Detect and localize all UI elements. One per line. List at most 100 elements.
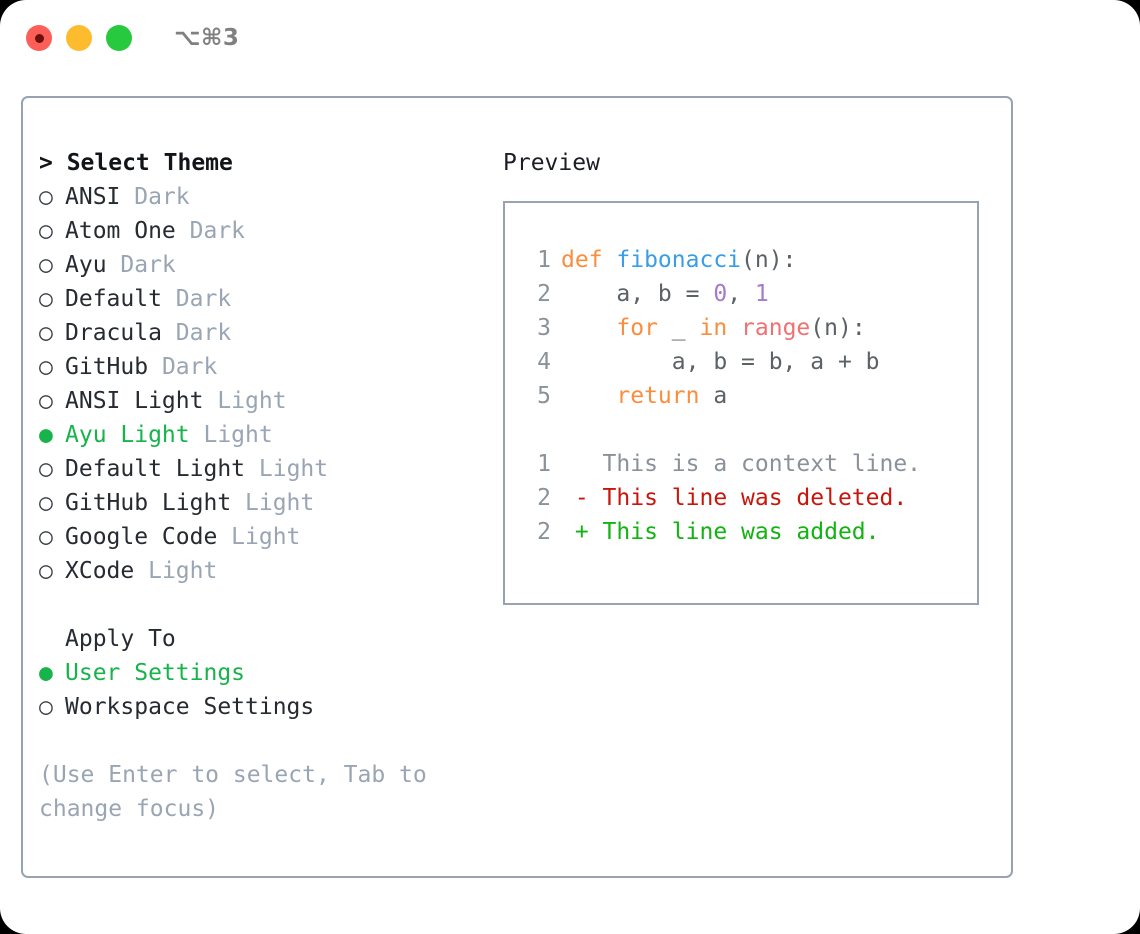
apply-to-list: ● User Settings ○Workspace Settings <box>39 656 469 724</box>
code-token: _ <box>671 315 700 341</box>
diff-line-text: + This line was added. <box>561 519 880 545</box>
apply-to-heading-label: Apply To <box>65 626 176 652</box>
theme-selector-column: > Select Theme ○ANSI Dark○Atom One Dark○… <box>39 146 469 826</box>
radio-unselected-icon: ○ <box>39 218 53 244</box>
line-number: 1 <box>537 247 551 273</box>
code-line: 3 for _ in range(n): <box>521 311 969 345</box>
radio-unselected-icon: ○ <box>39 456 53 482</box>
window-title: ⌥⌘3 <box>174 25 240 51</box>
section-spacer <box>39 588 469 622</box>
radio-unselected-icon: ○ <box>39 320 53 346</box>
apply-to-item-label: Workspace Settings <box>65 694 315 720</box>
theme-item-label: GitHub <box>65 354 162 380</box>
theme-item-variant: Dark <box>175 320 232 346</box>
radio-unselected-icon: ○ <box>39 558 53 584</box>
line-number: 5 <box>537 383 551 409</box>
code-token: in <box>699 315 742 341</box>
diff-line: 2 - This line was deleted. <box>521 481 969 515</box>
theme-list-item[interactable]: ○ Ayu Dark <box>39 248 469 282</box>
theme-item-variant: Dark <box>161 354 218 380</box>
code-token: (n): <box>810 315 866 341</box>
theme-item-label: GitHub Light <box>65 490 246 516</box>
theme-item-label: XCode <box>65 558 149 584</box>
theme-list-item[interactable]: ○ Default Dark <box>39 282 469 316</box>
code-token: a <box>713 383 728 409</box>
theme-item-label: Default <box>65 286 176 312</box>
radio-unselected-icon: ○ <box>39 524 53 550</box>
hint-spacer <box>39 724 469 758</box>
theme-list: ○ANSI Dark○Atom One Dark○Ayu Dark○Defaul… <box>39 180 469 588</box>
code-token: a, b = b, a + b <box>561 349 880 375</box>
theme-item-label: ANSI <box>65 184 135 210</box>
theme-list-item[interactable]: ○ Atom One Dark <box>39 214 469 248</box>
theme-list-item[interactable]: ○ANSI Dark <box>39 180 469 214</box>
code-token: def <box>561 247 617 273</box>
radio-unselected-icon: ○ <box>39 490 53 516</box>
close-button[interactable] <box>26 25 52 51</box>
radio-selected-icon: ● <box>39 660 53 686</box>
theme-item-variant: Light <box>203 422 273 448</box>
theme-item-label: Atom One <box>65 218 190 244</box>
code-token: (n): <box>741 247 797 273</box>
theme-item-variant: Dark <box>120 252 176 278</box>
code-token: fibonacci <box>616 247 742 273</box>
code-token: 1 <box>754 281 769 307</box>
line-number: 2 <box>537 519 551 545</box>
theme-item-variant: Light <box>148 558 218 584</box>
theme-item-variant: Light <box>217 388 287 414</box>
theme-list-item[interactable]: ○ Google Code Light <box>39 520 469 554</box>
diff-line-text: This is a context line. <box>561 451 922 477</box>
theme-list-item[interactable]: ○ ANSI Light Light <box>39 384 469 418</box>
title-bar: ⌥⌘3 <box>0 0 1140 76</box>
theme-list-item[interactable]: ○GitHub Dark <box>39 350 469 384</box>
diff-line: 1 This is a context line. <box>521 447 969 481</box>
code-token: a, b = <box>561 281 714 307</box>
theme-item-label: Dracula <box>65 320 176 346</box>
code-line: 4 a, b = b, a + b <box>521 345 969 379</box>
radio-unselected-icon: ○ <box>39 286 53 312</box>
theme-item-variant: Light <box>231 524 301 550</box>
code-token: 0 <box>713 281 728 307</box>
keyboard-hint: (Use Enter to select, Tab to change focu… <box>39 762 441 822</box>
code-token: range <box>741 315 811 341</box>
theme-list-item[interactable]: ○ GitHub Light Light <box>39 486 469 520</box>
theme-item-variant: Dark <box>189 218 246 244</box>
maximize-button[interactable] <box>106 25 132 51</box>
radio-unselected-icon: ○ <box>39 252 53 278</box>
theme-item-variant: Dark <box>134 184 190 210</box>
code-token: return <box>561 383 714 409</box>
theme-item-variant: Light <box>245 490 315 516</box>
traffic-light-group <box>26 25 132 51</box>
apply-to-item[interactable]: ○Workspace Settings <box>39 690 469 724</box>
line-number: 1 <box>537 451 551 477</box>
theme-item-label: ANSI Light <box>65 388 218 414</box>
apply-to-item-label: User Settings <box>65 660 246 686</box>
theme-item-variant: Dark <box>175 286 232 312</box>
radio-selected-icon: ● <box>39 422 53 448</box>
line-number: 3 <box>537 315 551 341</box>
code-line: 2 a, b = 0, 1 <box>521 277 969 311</box>
line-number: 4 <box>537 349 551 375</box>
preview-heading: Preview <box>503 150 600 176</box>
apply-to-item[interactable]: ● User Settings <box>39 656 469 690</box>
theme-list-item[interactable]: ○ Dracula Dark <box>39 316 469 350</box>
theme-item-label: Ayu <box>65 252 121 278</box>
code-token: , <box>727 281 755 307</box>
code-diff-separator <box>521 413 969 447</box>
code-line: 1 def fibonacci(n): <box>521 243 969 277</box>
theme-list-item[interactable]: ○Default Light Light <box>39 452 469 486</box>
theme-list-item[interactable]: ● Ayu Light Light <box>39 418 469 452</box>
minimize-button[interactable] <box>66 25 92 51</box>
apply-to-heading-indent <box>39 622 65 656</box>
radio-unselected-icon: ○ <box>39 388 53 414</box>
theme-list-item[interactable]: ○ XCode Light <box>39 554 469 588</box>
recording-dot-icon <box>34 33 44 43</box>
theme-item-variant: Light <box>258 456 329 482</box>
select-theme-heading: > Select Theme <box>39 150 233 176</box>
theme-item-label: Ayu Light <box>65 422 204 448</box>
theme-item-label: Google Code <box>65 524 232 550</box>
